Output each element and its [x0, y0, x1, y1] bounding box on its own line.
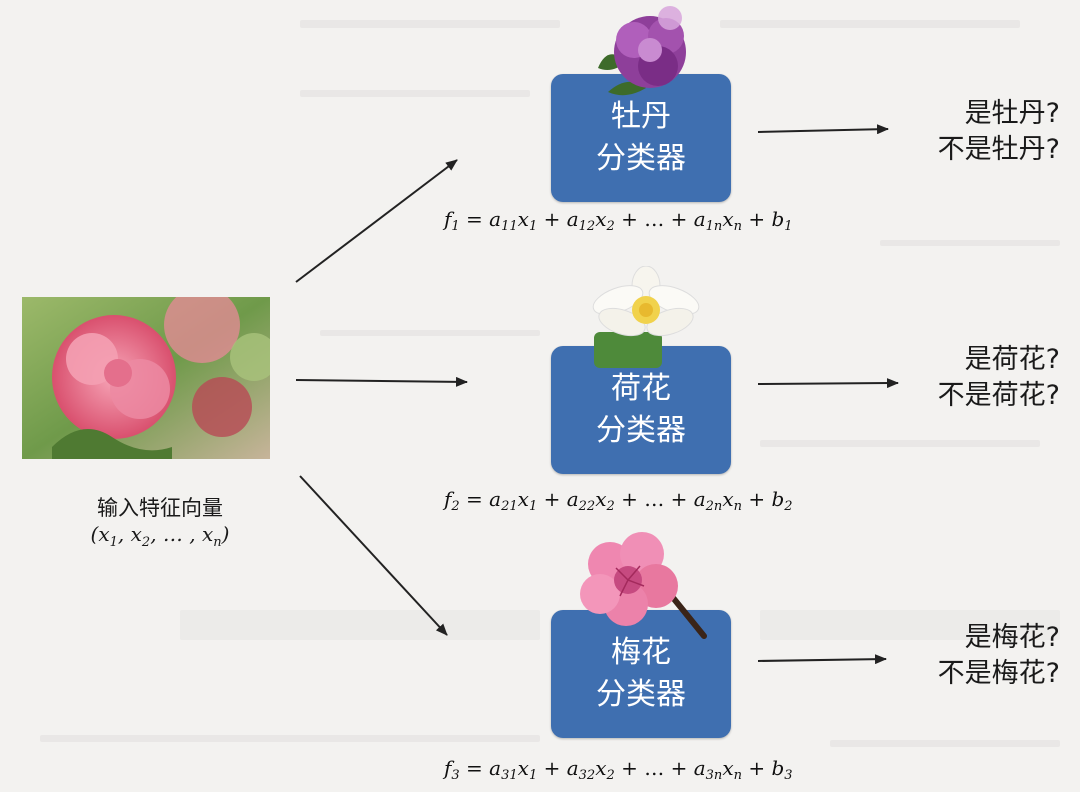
- peony-formula: f1 = a11x1 + a12x2 + … + a1nxn + b1: [444, 207, 793, 234]
- classifier-type: 分类器: [596, 141, 686, 176]
- input-peony-photo: [22, 297, 270, 459]
- classifier-name: 荷花: [611, 371, 671, 406]
- arrow-lotus-output: [757, 378, 899, 389]
- input-feature-label: 输入特征向量: [97, 496, 223, 520]
- lotus-formula: f2 = a21x1 + a22x2 + … + a2nxn + b2: [444, 487, 793, 514]
- classifier-type: 分类器: [596, 413, 686, 448]
- output-no: 不是荷花?: [937, 380, 1060, 411]
- arrow-peony-output: [757, 124, 889, 135]
- peony-classifier-box: 牡丹 分类器: [551, 74, 731, 202]
- output-no: 不是牡丹?: [937, 134, 1060, 165]
- arrow-input-to-lotus: [295, 376, 468, 387]
- output-yes: 是梅花?: [964, 622, 1060, 653]
- classifier-type: 分类器: [596, 677, 686, 712]
- classifier-name: 梅花: [611, 635, 671, 670]
- arrow-input-to-plum: [299, 475, 448, 636]
- arrow-plum-output: [757, 654, 887, 665]
- peony-flower-icon: [598, 6, 686, 96]
- output-yes: 是荷花?: [964, 344, 1060, 375]
- arrow-input-to-peony: [295, 159, 458, 283]
- plum-blossom-icon: [580, 532, 707, 639]
- plum-formula: f3 = a31x1 + a32x2 + … + a3nxn + b3: [444, 756, 793, 783]
- output-yes: 是牡丹?: [964, 98, 1060, 129]
- output-no: 不是梅花?: [937, 658, 1060, 689]
- classifier-name: 牡丹: [611, 99, 671, 134]
- input-feature-vector: (x1, x2, … , xn): [90, 522, 230, 550]
- lotus-output: 是荷花? 不是荷花?: [890, 342, 1060, 414]
- lotus-flower-icon: [592, 266, 700, 368]
- peony-output: 是牡丹? 不是牡丹?: [890, 96, 1060, 168]
- plum-output: 是梅花? 不是梅花?: [890, 620, 1060, 692]
